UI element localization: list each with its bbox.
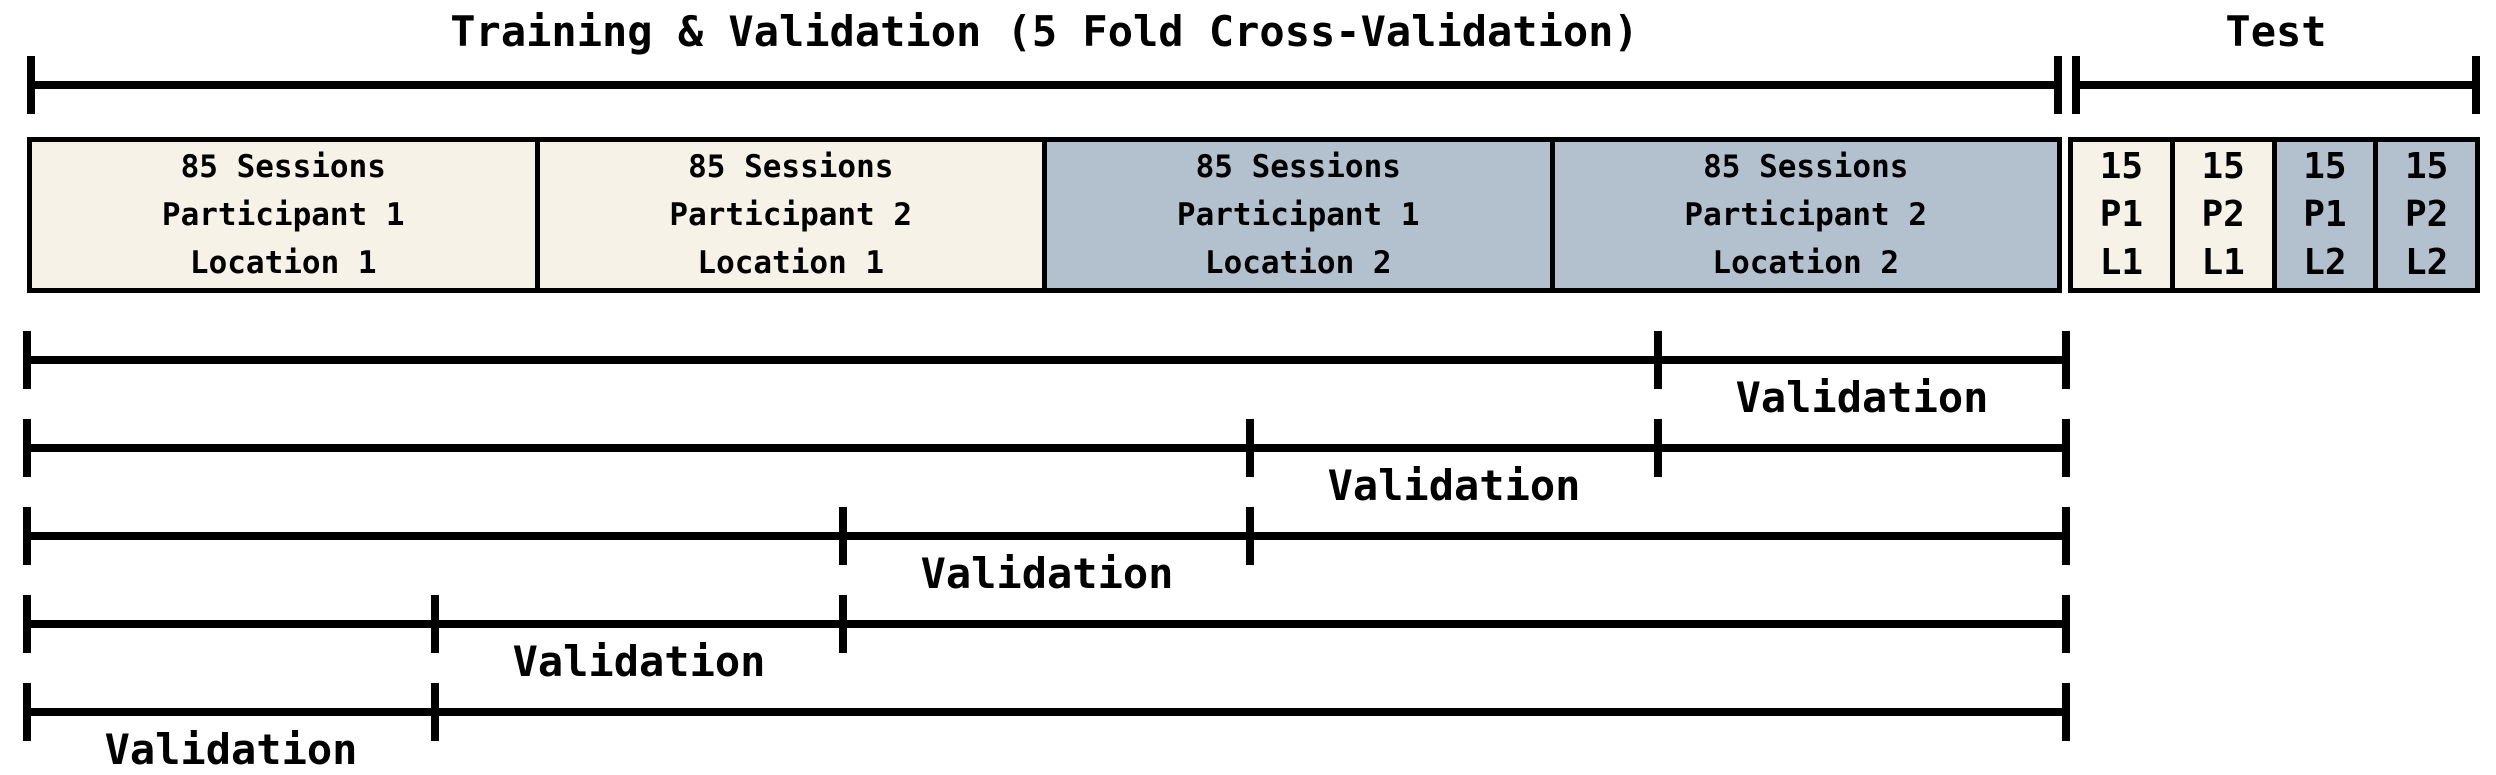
tick-mark xyxy=(2062,331,2070,389)
box-line: L2 xyxy=(2404,242,2449,283)
box-line: L2 xyxy=(2303,242,2347,283)
box-line: Location 2 xyxy=(1204,245,1392,281)
validation-label: Validation xyxy=(920,549,1174,598)
box-line: Participant 2 xyxy=(1684,197,1928,233)
box-line: 85 Sessions xyxy=(1195,149,1401,185)
box-line: 15 xyxy=(2303,146,2347,187)
validation-label: Validation xyxy=(1735,373,1989,422)
test-session-boxes: 15 P1 L1 15 P2 L1 15 P1 L2 15 P2 L2 xyxy=(2068,137,2480,293)
tick-mark xyxy=(2062,683,2070,741)
bracket-start-tick xyxy=(2072,56,2080,114)
tick-mark xyxy=(2062,419,2070,477)
validation-label: Validation xyxy=(104,725,358,774)
fold-row-3: Validation xyxy=(0,507,2496,596)
fold-line xyxy=(27,356,2066,364)
test-box-p1-l1: 15 P1 L1 xyxy=(2073,142,2170,288)
train-box-p1-l1: 85 Sessions Participant 1 Location 1 xyxy=(32,142,535,288)
box-line: P2 xyxy=(2201,194,2245,235)
training-validation-title: Training & Validation (5 Fold Cross-Vali… xyxy=(450,7,1639,56)
fold-line xyxy=(27,444,2066,452)
box-line: 85 Sessions xyxy=(688,149,894,185)
tick-mark xyxy=(23,419,31,477)
tick-mark xyxy=(1654,331,1662,389)
box-line: Participant 1 xyxy=(161,197,405,233)
box-line: Location 1 xyxy=(697,245,885,281)
box-line: P1 xyxy=(2099,194,2144,235)
box-line: 15 xyxy=(2099,146,2144,187)
box-line: 85 Sessions xyxy=(1703,149,1909,185)
box-line: 85 Sessions xyxy=(180,149,386,185)
test-bracket xyxy=(2072,56,2480,114)
tick-mark xyxy=(1654,419,1662,477)
fold-line xyxy=(27,620,2066,628)
validation-label: Validation xyxy=(512,637,766,686)
train-box-p2-l1: 85 Sessions Participant 2 Location 1 xyxy=(539,142,1042,288)
validation-label: Validation xyxy=(1327,461,1581,510)
tick-mark xyxy=(839,595,847,653)
tick-mark xyxy=(23,507,31,565)
tick-mark xyxy=(2062,595,2070,653)
box-line: L1 xyxy=(2201,242,2245,283)
tick-mark xyxy=(431,683,439,741)
training-validation-bracket xyxy=(27,56,2062,114)
test-box-p2-l2: 15 P2 L2 xyxy=(2378,142,2475,288)
box-line: P1 xyxy=(2303,194,2347,235)
tick-mark xyxy=(23,331,31,389)
bracket-start-tick xyxy=(27,56,35,114)
fold-row-5: Validation xyxy=(0,683,2496,772)
box-line: 15 xyxy=(2404,146,2449,187)
tick-mark xyxy=(431,595,439,653)
tick-mark xyxy=(839,507,847,565)
fold-row-1: Validation xyxy=(0,331,2496,420)
box-line: Participant 2 xyxy=(669,197,913,233)
box-line: 15 xyxy=(2201,146,2245,187)
tick-mark xyxy=(2062,507,2070,565)
tick-mark xyxy=(23,595,31,653)
fold-row-2: Validation xyxy=(0,419,2496,508)
box-line: Participant 1 xyxy=(1176,197,1420,233)
bracket-end-tick xyxy=(2054,56,2062,114)
train-box-p1-l2: 85 Sessions Participant 1 Location 2 xyxy=(1047,142,1550,288)
box-line: Location 2 xyxy=(1712,245,1900,281)
tick-mark xyxy=(23,683,31,741)
tick-mark xyxy=(1246,507,1254,565)
train-box-p2-l2: 85 Sessions Participant 2 Location 2 xyxy=(1554,142,2057,288)
fold-line xyxy=(27,532,2066,540)
box-line: Location 1 xyxy=(189,245,377,281)
fold-line xyxy=(27,708,2066,716)
bracket-end-tick xyxy=(2472,56,2480,114)
test-title: Test xyxy=(2225,7,2327,56)
test-box-p2-l1: 15 P2 L1 xyxy=(2174,142,2272,288)
test-box-p1-l2: 15 P1 L2 xyxy=(2276,142,2374,288)
box-line: P2 xyxy=(2404,194,2449,235)
fold-row-4: Validation xyxy=(0,595,2496,684)
training-session-boxes: 85 Sessions Participant 1 Location 1 85 … xyxy=(27,137,2062,293)
box-line: L1 xyxy=(2099,242,2144,283)
tick-mark xyxy=(1246,419,1254,477)
